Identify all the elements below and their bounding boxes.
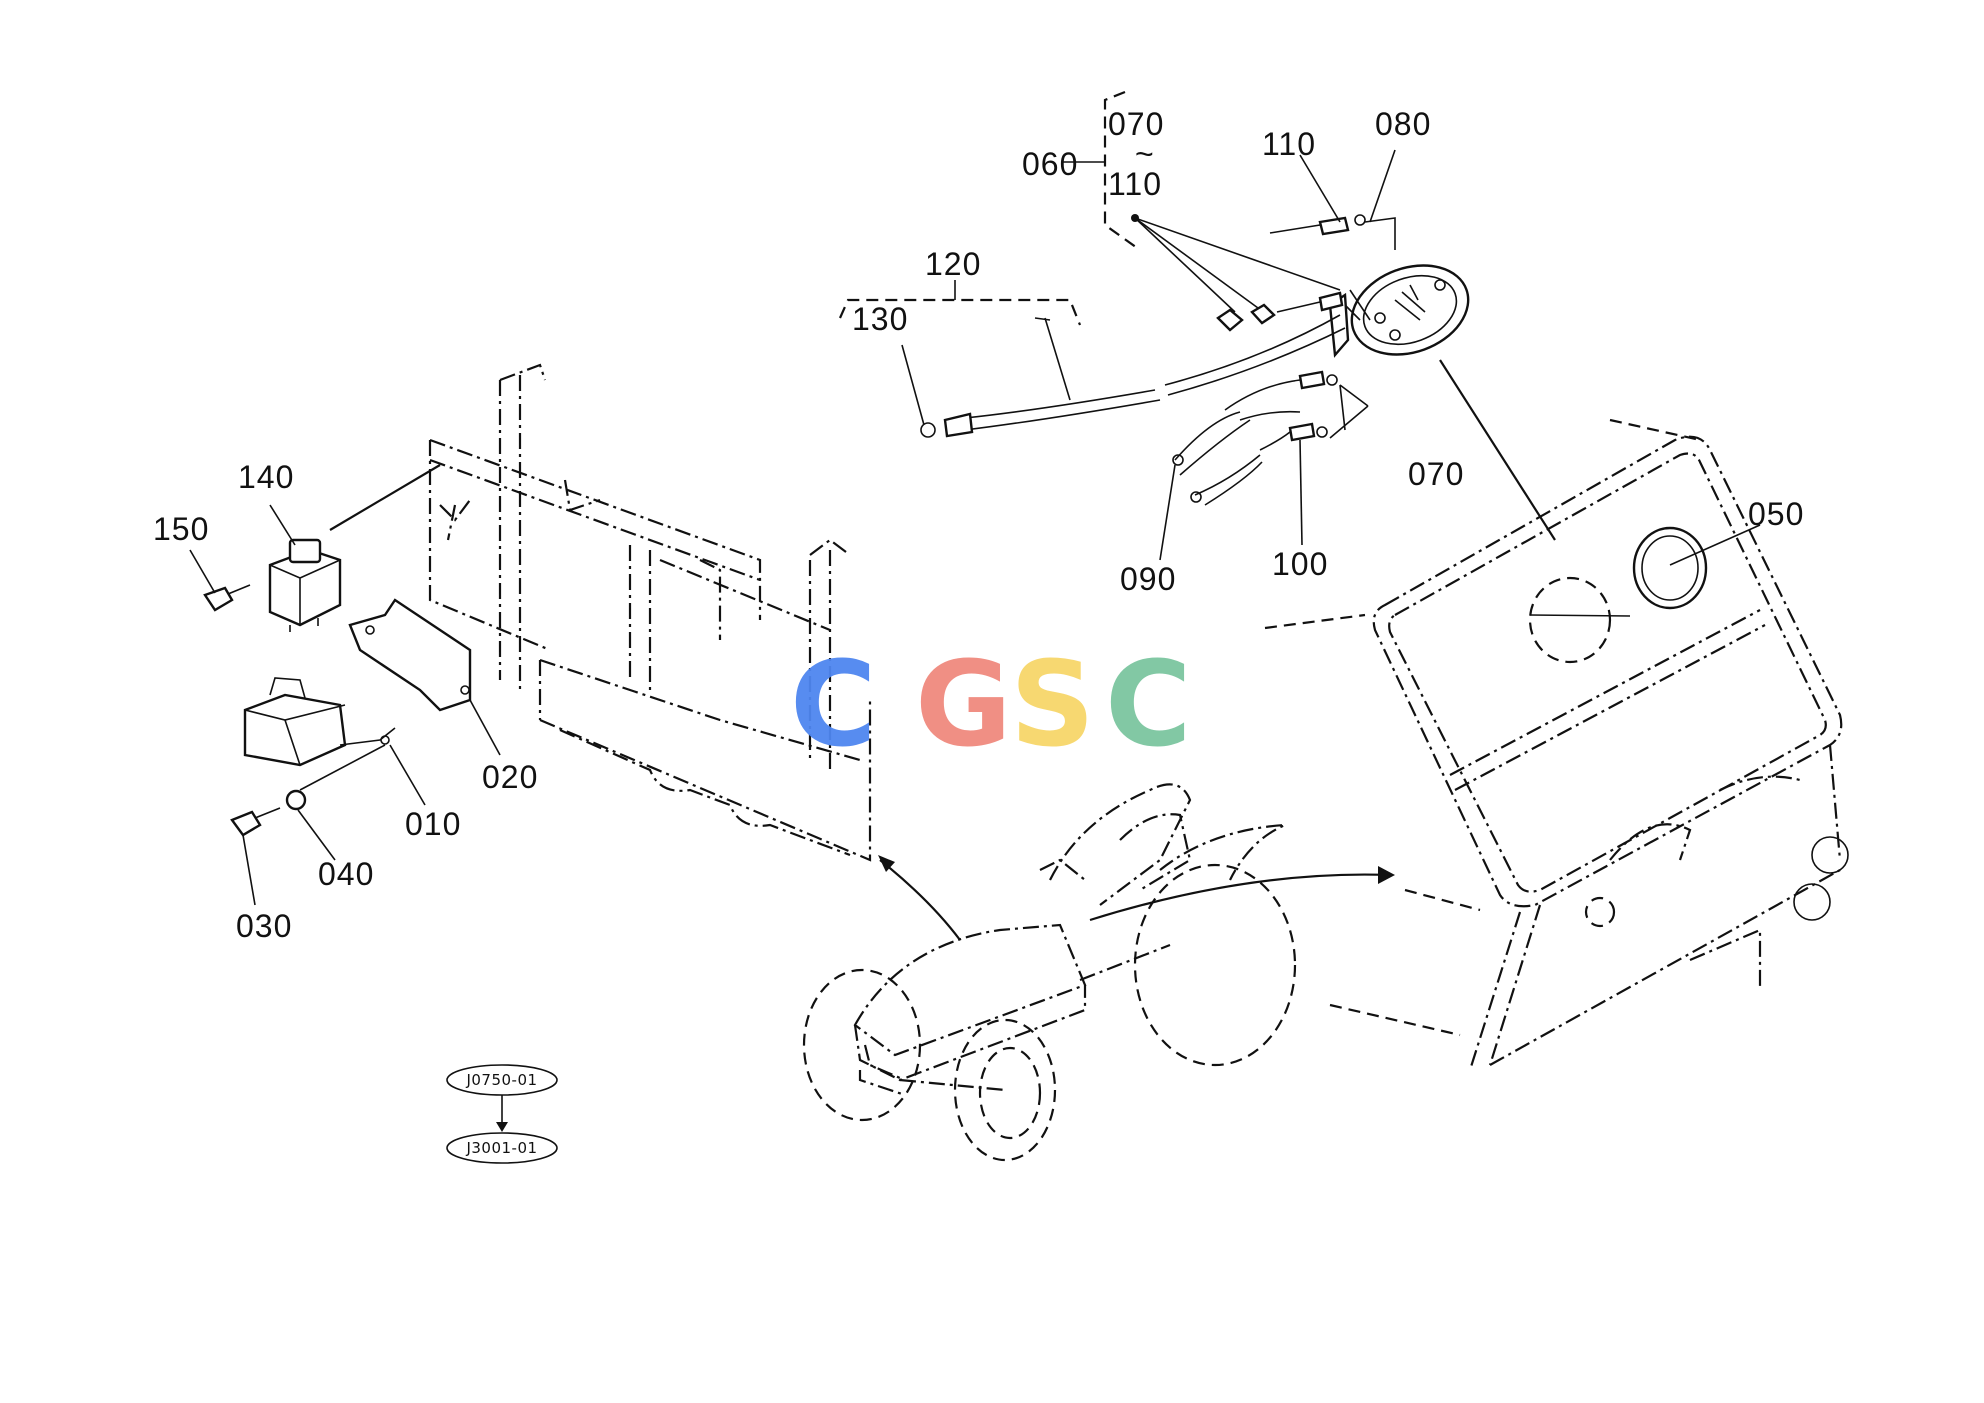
dashboard-panel xyxy=(1264,418,1849,1071)
bracket-020 xyxy=(348,598,472,712)
wire-harness xyxy=(1172,370,1346,506)
label-130: 130 xyxy=(852,301,908,337)
relay-010 xyxy=(243,677,396,767)
label-090: 090 xyxy=(1120,561,1176,597)
watermark-letter-4: C xyxy=(1105,635,1192,773)
reference-to: J3001-01 xyxy=(446,1132,558,1164)
label-040: 040 xyxy=(318,856,374,892)
watermark-logo: C G S C xyxy=(790,635,1192,773)
label-110: 110 xyxy=(1262,126,1316,162)
mounting-frame xyxy=(428,363,872,862)
washer-040 xyxy=(285,789,307,811)
watermark-letter-3: S xyxy=(1010,635,1095,773)
bolt-150 xyxy=(203,584,251,612)
tractor-illustration xyxy=(802,783,1297,1162)
label-020: 020 xyxy=(482,759,538,795)
label-070-top: 070 xyxy=(1108,106,1164,142)
label-070-harness: 070 xyxy=(1408,456,1464,492)
reference-from: J0750-01 xyxy=(446,1064,558,1096)
watermark-letter-2: G xyxy=(915,635,1012,773)
label-030: 030 xyxy=(236,908,292,944)
label-100: 100 xyxy=(1272,546,1328,582)
gauge-050 xyxy=(1632,526,1708,610)
bolt-030 xyxy=(230,807,281,837)
reference-from-text: J0750-01 xyxy=(465,1071,537,1089)
label-140: 140 xyxy=(238,459,294,495)
label-150: 150 xyxy=(153,511,209,547)
label-110-group: 110 xyxy=(1108,166,1162,202)
speedometer-cable xyxy=(920,314,1346,438)
label-120: 120 xyxy=(925,246,981,282)
flasher-unit xyxy=(268,538,342,632)
watermark-letter-1: C xyxy=(790,635,877,773)
label-050: 050 xyxy=(1748,496,1804,532)
label-060: 060 xyxy=(1022,146,1078,182)
bulb-sockets xyxy=(1216,214,1396,332)
label-080: 080 xyxy=(1375,106,1431,142)
leader-lines xyxy=(189,149,1396,906)
speedometer xyxy=(1328,264,1470,358)
label-070-tilde: ~ xyxy=(1135,136,1155,172)
reference-to-text: J3001-01 xyxy=(465,1139,537,1157)
label-010: 010 xyxy=(405,806,461,842)
